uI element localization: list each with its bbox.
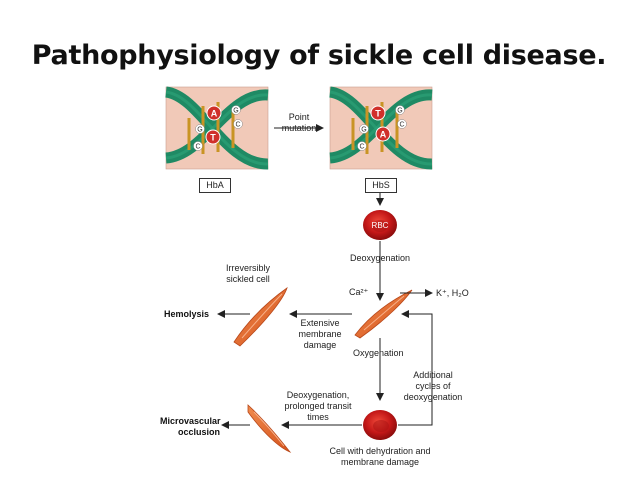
dna-base-label: C: [359, 144, 364, 151]
deoxygenation-label: Deoxygenation: [350, 253, 411, 263]
dna-helix-hba: [164, 86, 269, 170]
extensive-damage-label: Extensive membrane damage: [298, 318, 342, 350]
hbs-label: HbS: [365, 178, 397, 193]
ca-label: Ca²⁺: [349, 287, 369, 297]
dna-base-label: T: [375, 109, 381, 119]
dna-base-a-hba: A: [206, 105, 222, 121]
hemolysis-label: Hemolysis: [164, 309, 210, 319]
k-h2o-label: K⁺, H₂O: [436, 288, 469, 298]
dna-base-label: C: [235, 122, 240, 129]
irreversibly-sickled-label: Irreversibly sickled cell: [225, 263, 270, 284]
dehydrated-cell: [363, 410, 397, 440]
dna-base-label: C: [399, 122, 404, 129]
dna-base-t-hba: T: [205, 129, 221, 145]
point-mutation-label: Point mutation: [281, 112, 317, 133]
rbc-label: RBC: [372, 221, 389, 230]
additional-cycles-loop: [398, 310, 433, 426]
dna-base-label: G: [361, 127, 366, 134]
dna-base-label: A: [211, 109, 218, 119]
occluding-sickled-cell: [247, 404, 292, 453]
deoxygenation-prolonged-label: Deoxygenation, prolonged transit times: [284, 390, 352, 422]
dna-base-t-hbs: T: [370, 105, 386, 121]
irreversibly-sickled-cell: [233, 286, 288, 347]
dna-base-label: G: [397, 108, 402, 115]
dna-base-label: T: [210, 133, 216, 143]
microvascular-label: Microvascular occlusion: [160, 416, 221, 437]
dna-base-a-hbs: A: [375, 126, 391, 142]
dna-base-label: C: [195, 144, 200, 151]
page-title: Pathophysiology of sickle cell disease.: [31, 40, 607, 71]
rbc-cell: RBC: [363, 210, 397, 240]
dna-base-label: A: [380, 130, 387, 140]
sickled-cell-center: [354, 289, 413, 339]
oxygenation-label: Oxygenation: [353, 348, 404, 358]
cell-dehydration-label: Cell with dehydration and membrane damag…: [329, 446, 431, 467]
dna-base-label: G: [197, 127, 202, 134]
additional-cycles-label: Additional cycles of deoxygenation: [403, 370, 463, 402]
dna-base-label: G: [233, 108, 238, 115]
hba-label: HbA: [199, 178, 231, 193]
